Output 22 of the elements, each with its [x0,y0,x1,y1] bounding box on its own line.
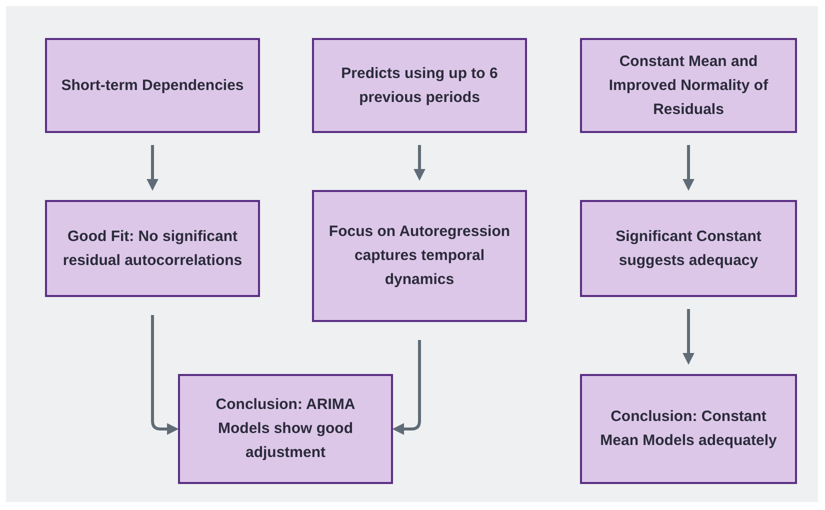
box-text: Focus on Autoregression captures temporal dynamics [328,222,512,290]
process-box [580,200,797,297]
box-text: Predicts using up to 6 previous periods [340,64,499,108]
arrow [414,145,426,181]
box-text: Conclusion: ARIMA Models show good adjustment [214,395,356,463]
arrow [146,145,158,191]
arrow [392,340,421,435]
box-text: Significant Constant suggests adequacy [614,226,762,270]
process-box [312,38,527,133]
arrow [151,315,179,435]
box-text: Constant Mean and Improved Normality of Residuals [608,52,770,120]
process-box [178,374,393,484]
box-text: Short-term Dependencies [61,76,244,96]
process-box [45,38,260,133]
arrow [682,145,694,191]
box-text: Conclusion: Constant Mean Models adequately [599,407,778,451]
process-box [580,38,797,133]
process-box [312,190,527,322]
process-box [580,374,797,484]
box-text: Good Fit: No significant residual autocorrelations [62,226,244,270]
arrow [682,309,694,365]
process-box [45,200,260,297]
